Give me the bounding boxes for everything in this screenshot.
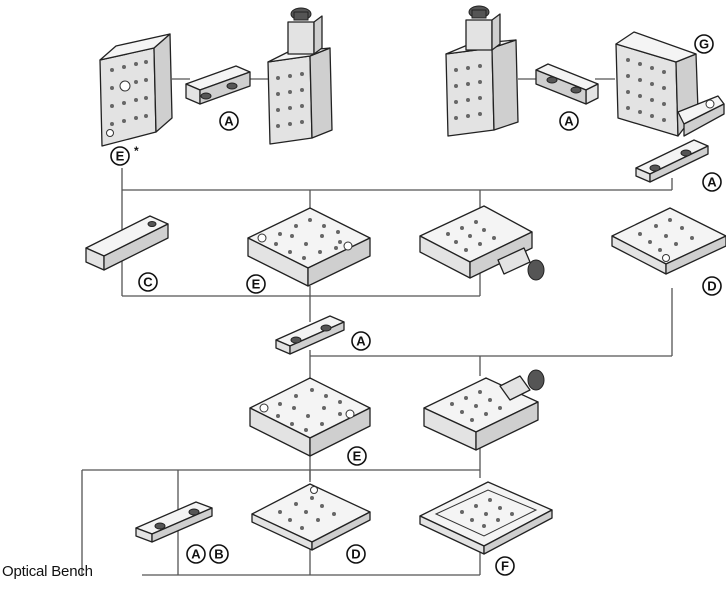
svg-text:E: E [353,449,362,464]
optical-bench-label: Optical Bench [2,563,93,580]
svg-text:G: G [699,37,709,52]
square-platform-d-row4 [251,483,371,551]
vertical-translation-stage-left [267,7,333,145]
adapter-bracket-a-right-lower [635,139,709,183]
badge-a-top-left: A [219,111,239,131]
adapter-bracket-a-top-right [535,63,599,105]
badge-d-row2: D [702,276,722,296]
base-plate-f [419,481,553,555]
connector-lines [81,78,673,576]
svg-text:C: C [143,275,153,290]
badge-a-top-right: A [559,111,579,131]
badge-b: B [209,544,229,564]
adapter-bracket-a-middle [275,315,345,355]
adapter-bracket-a-top-left [185,65,251,105]
badge-g: G [694,34,714,54]
square-platform-e-row2 [247,207,371,287]
badge-e-top-left: E [110,146,130,166]
angle-bracket-g [615,31,725,137]
badge-d-row4: D [346,544,366,564]
svg-text:A: A [356,334,366,349]
svg-text:A: A [564,114,574,129]
svg-text:B: B [214,547,223,562]
square-platform-e-row3 [249,377,371,457]
footnote-asterisk: * [134,144,139,158]
translation-stage-row2 [419,205,545,281]
badge-e-row3: E [347,446,367,466]
svg-text:D: D [707,279,716,294]
svg-text:A: A [191,547,201,562]
svg-text:D: D [351,547,360,562]
badge-f: F [495,556,515,576]
square-platform-d-row2 [611,207,726,275]
badge-e-row2: E [246,274,266,294]
svg-text:A: A [224,114,234,129]
svg-text:E: E [252,277,261,292]
svg-text:F: F [501,559,509,574]
badge-a-bottom: A [186,544,206,564]
svg-text:E: E [116,149,125,164]
vertical-translation-stage-right [445,5,519,137]
adapter-bracket-a-bottom [135,501,213,543]
badge-a-middle: A [351,331,371,351]
vertical-mounting-plate-left [99,33,173,147]
badge-a-right: A [702,172,722,192]
svg-text:A: A [707,175,717,190]
spacer-block-c [85,215,169,271]
translation-stage-row3 [423,369,545,451]
badge-c: C [138,272,158,292]
